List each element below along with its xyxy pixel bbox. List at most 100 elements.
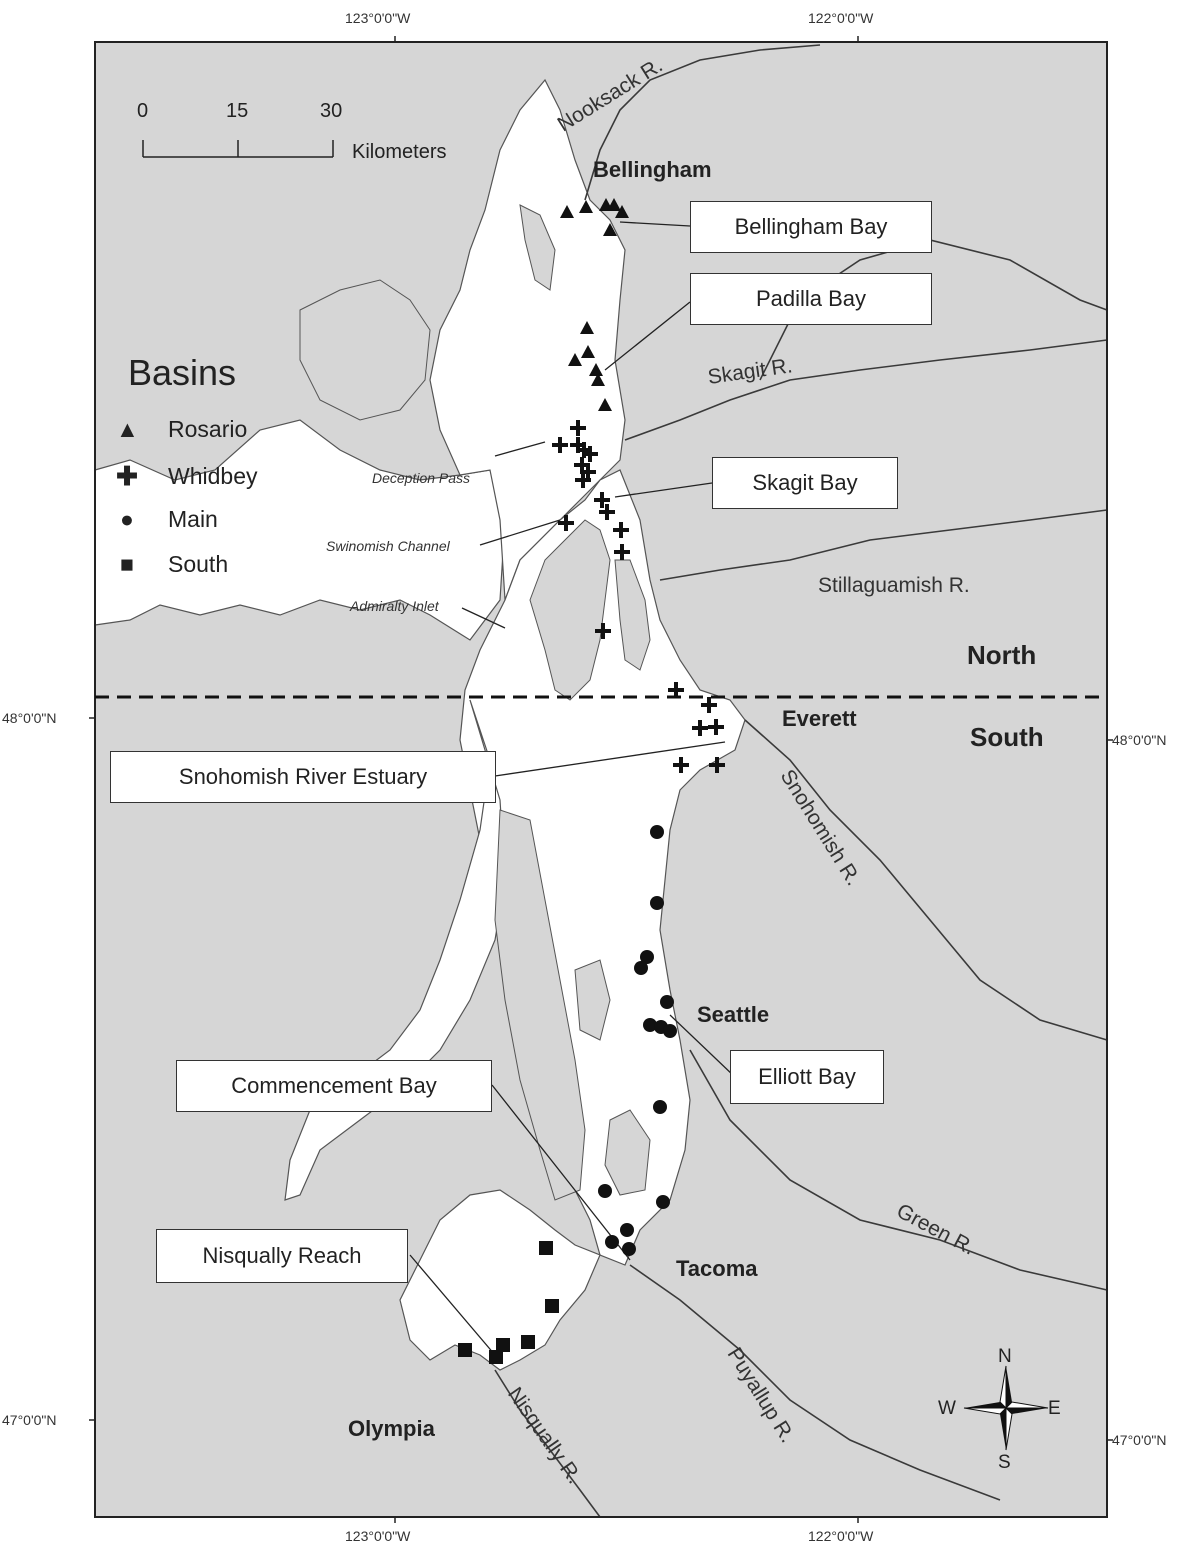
site-main-marker xyxy=(656,1195,670,1209)
site-whidbey-marker xyxy=(708,719,724,735)
site-rosario-marker xyxy=(589,363,603,376)
site-whidbey-marker xyxy=(595,623,611,639)
sampling-sites xyxy=(458,198,725,1364)
whidbey-island xyxy=(529,519,611,701)
site-main-marker xyxy=(605,1235,619,1249)
callout-snohomish-estuary: Snohomish River Estuary xyxy=(110,751,496,803)
site-rosario-marker xyxy=(591,373,605,386)
site-rosario-marker xyxy=(581,345,595,358)
site-main-marker xyxy=(650,896,664,910)
south-sound-water xyxy=(399,1189,601,1371)
site-south-marker xyxy=(521,1335,535,1349)
site-rosario-marker xyxy=(568,353,582,366)
site-whidbey-marker xyxy=(668,682,684,698)
callout-bellingham-bay: Bellingham Bay xyxy=(690,201,932,253)
site-main-marker xyxy=(653,1100,667,1114)
site-rosario-marker xyxy=(598,398,612,411)
kitsap-peninsula xyxy=(494,809,586,1201)
site-whidbey-marker xyxy=(582,446,598,462)
callout-padilla-bay: Padilla Bay xyxy=(690,273,932,325)
legend-item-main: ● Main xyxy=(116,506,218,533)
city-bellingham: Bellingham xyxy=(593,157,712,182)
label-deception-pass: Deception Pass xyxy=(372,470,471,486)
leader-lines xyxy=(409,221,736,1356)
compass-s: S xyxy=(998,1452,1011,1473)
river-label-stillaguamish: Stillaguamish R. xyxy=(818,574,970,597)
puyallup-river-line xyxy=(629,1264,1001,1501)
site-whidbey-marker xyxy=(673,757,689,773)
site-main-marker xyxy=(640,950,654,964)
site-rosario-marker xyxy=(579,200,593,213)
lummi-island xyxy=(519,204,556,291)
lon-label-top-122: 122°0'0"W xyxy=(808,10,874,26)
triangle-icon: ▲ xyxy=(116,416,139,442)
compass-rose xyxy=(963,1365,1049,1451)
nooksack-river-line xyxy=(584,44,821,201)
callout-commencement-bay: Commencement Bay xyxy=(176,1060,492,1112)
hood-canal-water xyxy=(284,699,506,1201)
skagit-river-line xyxy=(624,339,1108,441)
site-whidbey-marker xyxy=(599,504,615,520)
scale-bar xyxy=(142,140,334,158)
graticule-ticks xyxy=(89,36,1113,1523)
city-seattle: Seattle xyxy=(697,1002,770,1027)
site-main-marker xyxy=(598,1184,612,1198)
san-juan-islands xyxy=(299,279,431,421)
region-south: South xyxy=(970,722,1044,752)
vashon-island xyxy=(604,1109,651,1196)
compass-e: E xyxy=(1048,1398,1061,1419)
lon-label-bottom-123: 123°0'0"W xyxy=(345,1528,411,1544)
callout-skagit-bay: Skagit Bay xyxy=(712,457,898,509)
nisqually-river-line xyxy=(494,1369,601,1518)
snohomish-river-line xyxy=(744,719,1108,1041)
site-whidbey-marker xyxy=(701,697,717,713)
bainbridge-island xyxy=(574,959,611,1041)
camano-island xyxy=(614,559,651,671)
legend-label: South xyxy=(168,551,229,577)
site-whidbey-marker xyxy=(552,437,568,453)
scale-tick-15: 15 xyxy=(226,100,249,122)
legend-item-whidbey: ✚ Whidbey xyxy=(116,461,257,492)
site-rosario-marker xyxy=(580,321,594,334)
site-main-marker xyxy=(663,1024,677,1038)
site-south-marker xyxy=(458,1343,472,1357)
callout-elliott-bay: Elliott Bay xyxy=(730,1050,884,1104)
callout-nisqually-reach: Nisqually Reach xyxy=(156,1229,408,1283)
legend-item-rosario: ▲ Rosario xyxy=(116,416,247,443)
compass-n: N xyxy=(998,1346,1012,1367)
site-main-marker xyxy=(660,995,674,1009)
scale-tick-30: 30 xyxy=(320,100,343,122)
region-north: North xyxy=(967,640,1037,670)
strait-water xyxy=(94,419,506,641)
lon-label-top-123: 123°0'0"W xyxy=(345,10,411,26)
circle-icon: ● xyxy=(120,506,134,532)
lat-label-right-47: 47°0'0"N xyxy=(1112,1432,1167,1448)
city-everett: Everett xyxy=(782,706,857,731)
site-main-marker xyxy=(643,1018,657,1032)
site-rosario-marker xyxy=(615,205,629,218)
label-admiralty-inlet: Admiralty Inlet xyxy=(350,598,439,614)
site-whidbey-marker xyxy=(570,420,586,436)
lat-label-left-47: 47°0'0"N xyxy=(2,1412,57,1428)
stillaguamish-river-line xyxy=(659,509,1108,581)
site-south-marker xyxy=(496,1338,510,1352)
legend-item-south: ■ South xyxy=(116,551,228,578)
map-frame xyxy=(94,41,1108,1518)
site-whidbey-marker xyxy=(558,515,574,531)
city-tacoma: Tacoma xyxy=(676,1256,758,1281)
site-rosario-marker xyxy=(607,198,621,211)
site-main-marker xyxy=(622,1242,636,1256)
lat-label-right-48: 48°0'0"N xyxy=(1112,732,1167,748)
site-main-marker xyxy=(634,961,648,975)
legend-label: Main xyxy=(168,506,218,532)
site-main-marker xyxy=(650,825,664,839)
legend-label: Whidbey xyxy=(168,463,258,489)
compass-w: W xyxy=(938,1398,956,1419)
site-whidbey-marker xyxy=(709,757,725,773)
scale-unit: Kilometers xyxy=(352,141,447,163)
lon-label-bottom-122: 122°0'0"W xyxy=(808,1528,874,1544)
green-river-line xyxy=(689,1049,1108,1291)
site-south-marker xyxy=(489,1350,503,1364)
site-whidbey-marker xyxy=(613,522,629,538)
label-swinomish-channel: Swinomish Channel xyxy=(326,538,450,554)
